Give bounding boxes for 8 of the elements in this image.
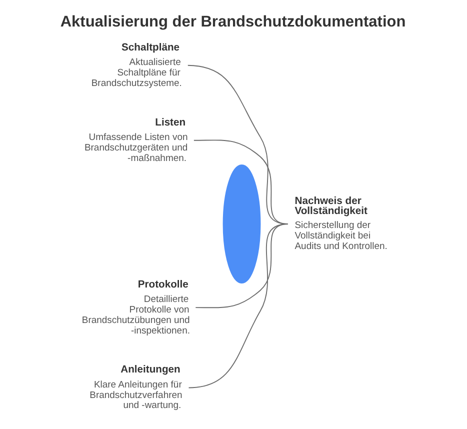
- node-text: Listen Umfassende Listen von Brandschutzgeräten und -maßnahmen.: [84, 117, 188, 164]
- node-text: Anleitungen Klare Anleitungen für Brandschutzverfahren und -wartung.: [89, 364, 182, 412]
- node-ellipse: [222, 164, 260, 284]
- diagram-title: Aktualisierung der Brandschutzdokumentation: [60, 14, 406, 31]
- node-text: Protokolle Detaillierte Protokolle von Brandschutzübungen und -inspektionen.: [81, 279, 190, 336]
- node-text: Nachweis der Vollständigkeit Sicherstellung der Vollständigkeit bei Audits und Kontrollen.: [294, 196, 387, 252]
- connector: [188, 224, 288, 388]
- node-text: Schaltpläne Aktualisierte Schaltpläne für Brandschutzsysteme.: [90, 42, 182, 89]
